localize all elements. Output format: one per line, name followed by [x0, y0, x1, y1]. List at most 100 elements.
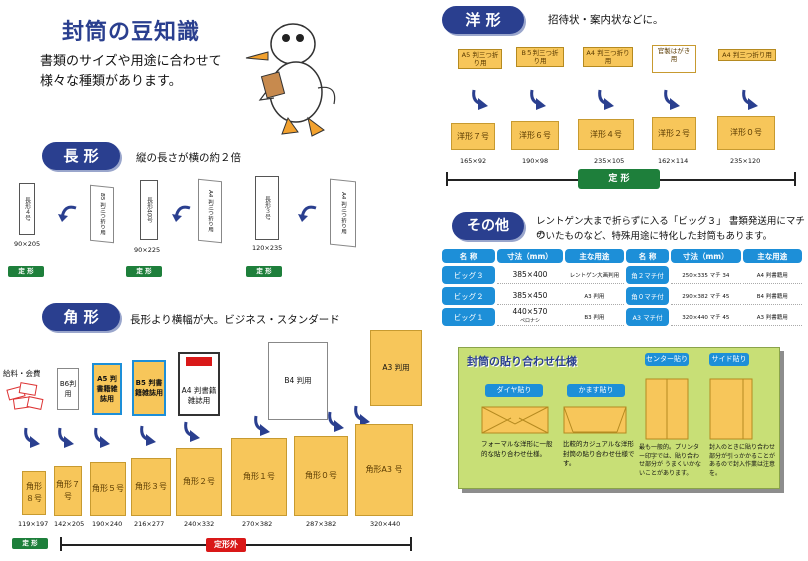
env-you-6-dim: 190×98	[522, 157, 549, 165]
row-size: 320×440 マチ 45	[671, 308, 741, 326]
env-you-2: 洋形２号	[652, 117, 696, 150]
paper-a3: A3 判用	[370, 330, 422, 406]
intro-line-2: 様々な種類があります。	[40, 74, 182, 89]
row-name: ビッグ１	[442, 308, 496, 326]
env-long-40: 長形40号	[140, 180, 158, 240]
badge-teikei: 定 形	[126, 266, 162, 277]
env-kaku-a3-dim: 320×440	[370, 520, 401, 528]
other-spec-table: 名 称 寸法（mm） 主な用途 名 称 寸法（mm） 主な用途 ビッグ３ 385…	[440, 246, 804, 329]
arrow-down-icon	[664, 89, 680, 110]
env-you-6: 洋形６号	[511, 121, 559, 150]
table-header: 主な用途	[742, 249, 802, 263]
table-row: ビッグ２ 385×450 A3 判用 角０マチ付 290×382 マチ 45 B…	[442, 287, 802, 305]
paper-b5-book: B5 判書籍雑誌用	[132, 360, 166, 416]
row-name: ビッグ３	[442, 266, 496, 284]
seal-center-label: センター貼り	[645, 353, 689, 366]
env-kaku-2-dim: 240×332	[184, 520, 215, 528]
env-kaku-3-dim: 216×277	[134, 520, 165, 528]
arrow-down-icon	[530, 89, 546, 110]
arrow-down-icon	[140, 425, 156, 446]
section-other-desc-2: ついたものなど、特殊用途に特化した封筒もあります。	[536, 231, 773, 242]
section-you-desc: 招待状・案内状などに。	[548, 14, 664, 26]
env-long-4-dim: 90×205	[14, 240, 41, 248]
arrow-down-icon	[58, 427, 74, 448]
env-kaku-7: 角形７号	[54, 466, 82, 516]
table-header: 主な用途	[564, 249, 625, 263]
arrow-down-icon	[24, 427, 40, 448]
table-row: ビッグ３ 385×400 レントゲン大画判用 角２マチ付 250×335 マチ …	[442, 266, 802, 284]
row-name: 角２マチ付	[626, 266, 669, 284]
env-kaku-0: 角形０号	[294, 436, 348, 516]
paper-you-2: 官製はがき用	[652, 45, 696, 73]
arrow-down-icon	[94, 427, 110, 448]
row-use: A4 判書籍用	[742, 266, 802, 284]
paper-long-40-fold: A4 判三つ折り用	[198, 178, 222, 244]
env-you-7: 洋形７号	[451, 123, 495, 150]
arrow-left-icon	[172, 205, 191, 222]
badge-teikei: 定 形	[578, 169, 660, 189]
arrow-down-icon	[598, 89, 614, 110]
range-tick-right	[794, 172, 796, 186]
row-use: レントゲン大画判用	[564, 266, 625, 284]
seal-spec-panel: 封筒の貼り合わせ仕様 ダイヤ貼り かます貼り センター貼り サイド貼り フォーマ…	[458, 347, 780, 489]
env-kaku-5: 角形５号	[90, 462, 126, 516]
paper-you-6: B５判三つ折り用	[516, 47, 564, 67]
seal-kamasu-note: 比較的カジュアルな洋形封筒の貼り合わせ仕様です。	[563, 440, 635, 467]
row-use: B3 判用	[564, 308, 625, 326]
env-kaku-8: 角形８号	[22, 471, 46, 515]
intro-line-1: 書類のサイズや用途に合わせて	[40, 54, 222, 69]
arrow-down-icon	[742, 89, 758, 110]
row-use: A3 判書籍用	[742, 308, 802, 326]
env-you-4-dim: 235×105	[594, 157, 625, 165]
range-tick-right	[410, 537, 412, 551]
env-long-40-dim: 90×225	[134, 246, 161, 254]
paper-you-0: A4 判三つ折り用	[718, 49, 776, 61]
env-kaku-a3: 角形A3 号	[355, 424, 413, 516]
env-kaku-5-dim: 190×240	[92, 520, 123, 528]
env-kaku-1-dim: 270×382	[242, 520, 273, 528]
badge-teikeigai: 定形外	[206, 538, 246, 552]
row-use: B4 判書籍用	[742, 287, 802, 305]
table-header: 寸法（mm）	[671, 249, 741, 263]
table-header: 名 称	[442, 249, 496, 263]
section-you-label: 洋 形	[442, 6, 524, 34]
env-you-7-dim: 165×92	[460, 157, 487, 165]
badge-teikei: 定 形	[8, 266, 44, 277]
row-size-value: 440×570	[512, 307, 548, 316]
paper-long-3-fold: A4 判三つ折り用	[330, 178, 356, 248]
env-long-3-dim: 120×235	[252, 244, 283, 252]
env-long-4: 長形４号	[19, 183, 35, 235]
badge-teikei: 定 形	[12, 538, 48, 549]
page-title: 封筒の豆知識	[62, 20, 201, 45]
arrow-down-icon	[354, 405, 370, 426]
env-kaku-7-dim: 142×205	[54, 520, 85, 528]
env-you-2-dim: 162×114	[658, 157, 689, 165]
env-kaku-3: 角形３号	[131, 458, 171, 516]
arrow-down-icon	[254, 415, 270, 436]
book-cover-red	[186, 357, 212, 366]
paper-a5-book: A5 判書籍雑誌用	[92, 363, 122, 415]
section-other-desc-1: レントゲン大まで折らずに入る「ビッグ３」 書類発送用にマチの	[536, 216, 805, 241]
arrow-left-icon	[58, 205, 77, 222]
env-kaku-2: 角形２号	[176, 448, 222, 516]
badge-teikei: 定 形	[246, 266, 282, 277]
seal-side-label: サイド貼り	[709, 353, 749, 366]
section-kaku-label: 角 形	[42, 303, 120, 331]
arrow-down-icon	[328, 411, 344, 432]
env-kaku-1: 角形１号	[231, 438, 287, 516]
dia-envelope-icon	[481, 406, 549, 434]
paper-long-4-fold: B5 判三つ折り用	[90, 184, 114, 244]
paper-salary-label: 給料・会費	[3, 369, 41, 378]
seal-kamasu-label: かます貼り	[567, 384, 625, 397]
seal-dia-note: フォーマルな洋形に一般的な貼り合わせ仕様。	[481, 440, 553, 458]
seal-dia-label: ダイヤ貼り	[485, 384, 543, 397]
env-kaku-0-dim: 287×382	[306, 520, 337, 528]
table-header: 寸法（mm）	[497, 249, 563, 263]
kamasu-envelope-icon	[563, 406, 627, 434]
env-kaku-8-dim: 119×197	[18, 520, 49, 528]
row-name: ビッグ２	[442, 287, 496, 305]
row-name: 角０マチ付	[626, 287, 669, 305]
section-kaku-desc: 長形より横幅が大。ビジネス・スタンダード	[130, 314, 340, 326]
